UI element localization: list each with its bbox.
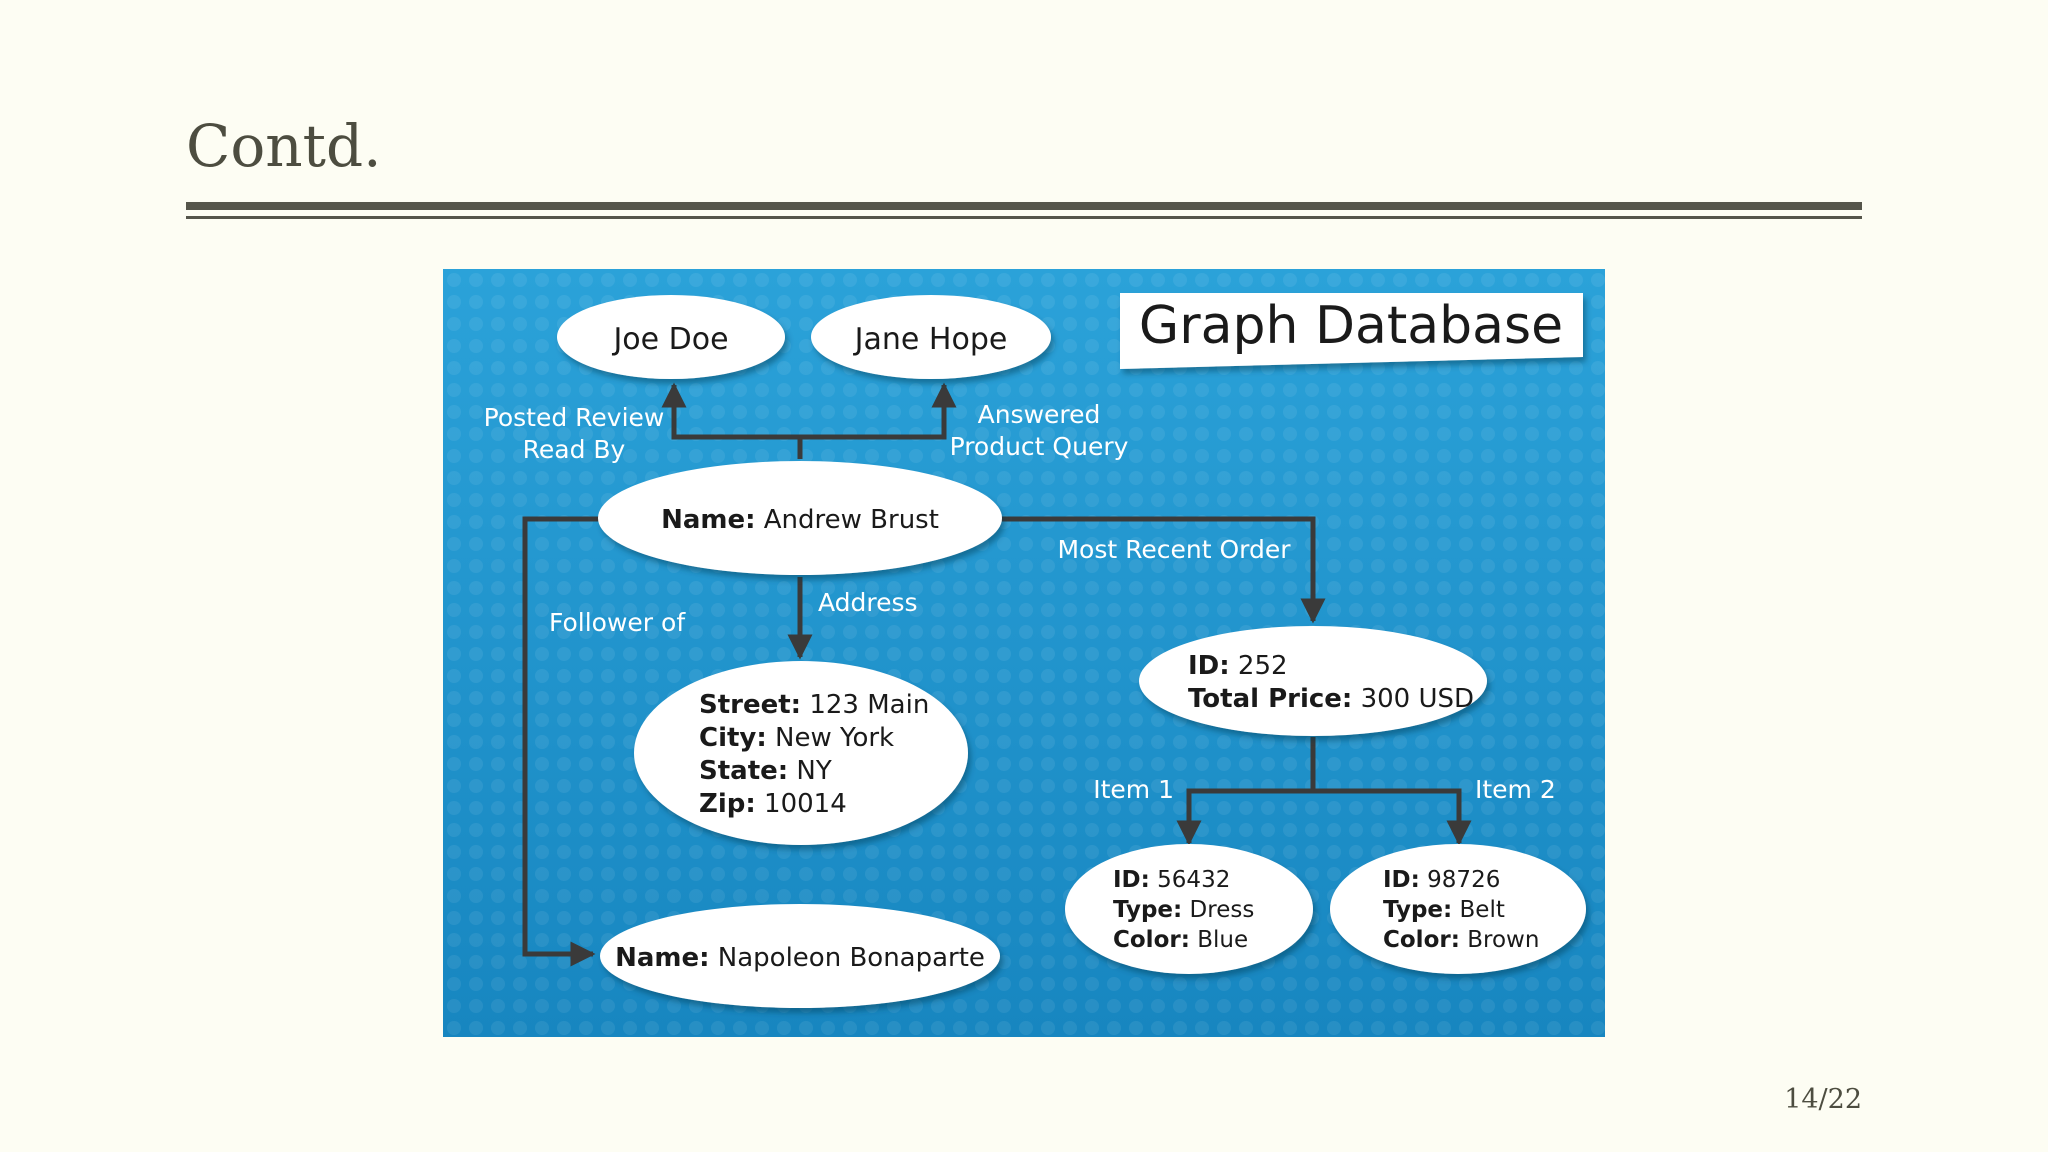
- connectors: [522, 382, 1472, 967]
- node-item-1: ID: 56432 Type: Dress Color: Blue: [1065, 844, 1313, 974]
- edge-andrew-to-jane: [800, 382, 957, 440]
- edge-order-to-item1: [1176, 737, 1316, 846]
- edge-label-most-recent-order: Most Recent Order: [1057, 535, 1291, 564]
- node-joe-doe: Joe Doe: [557, 295, 785, 379]
- node-jane-hope-label: Jane Hope: [853, 322, 1008, 357]
- title-rule-thick: [186, 202, 1862, 210]
- edge-andrew-to-napoleon: [522, 516, 599, 967]
- title-rule-thin: [186, 216, 1862, 219]
- edge-andrew-to-order: [1001, 516, 1326, 624]
- graph-database-diagram: Graph Database Joe Doe Jane Hope Name: A…: [443, 269, 1605, 1037]
- edge-label-item-2: Item 2: [1475, 775, 1556, 804]
- diagram-title: Graph Database: [1139, 296, 1563, 356]
- edge-label-item-1: Item 1: [1093, 775, 1174, 804]
- node-napoleon-text: Name: Napoleon Bonaparte: [615, 943, 985, 973]
- node-order-text: ID: 252 Total Price: 300 USD: [1188, 651, 1474, 714]
- page-number: 14/22: [1784, 1084, 1862, 1115]
- edge-labels: Posted Review Read By Answered Product Q…: [484, 400, 1556, 804]
- edge-label-posted-review: Posted Review: [484, 403, 665, 432]
- node-address: Street: 123 Main City: New York State: N…: [634, 661, 968, 845]
- node-item-2: ID: 98726 Type: Belt Color: Brown: [1330, 844, 1586, 974]
- edge-label-answered: Answered: [978, 400, 1101, 429]
- edge-order-to-item2: [1313, 788, 1472, 846]
- node-order: ID: 252 Total Price: 300 USD: [1139, 626, 1487, 736]
- node-joe-doe-label: Joe Doe: [611, 322, 728, 357]
- edge-label-address: Address: [818, 588, 918, 617]
- node-address-text: Street: 123 Main City: New York State: N…: [699, 690, 938, 819]
- node-andrew-brust: Name: Andrew Brust: [598, 461, 1002, 575]
- node-item-1-text: ID: 56432 Type: Dress Color: Blue: [1113, 867, 1262, 953]
- node-napoleon-bonaparte: Name: Napoleon Bonaparte: [600, 904, 1000, 1008]
- edge-label-product-query: Product Query: [950, 432, 1129, 461]
- edge-label-read-by: Read By: [523, 435, 626, 464]
- slide-title: Contd.: [186, 112, 382, 180]
- node-item-2-text: ID: 98726 Type: Belt Color: Brown: [1383, 867, 1539, 953]
- node-andrew-brust-text: Name: Andrew Brust: [661, 505, 939, 535]
- node-jane-hope: Jane Hope: [811, 295, 1051, 379]
- edge-andrew-to-joe: [661, 382, 803, 459]
- edge-label-follower-of: Follower of: [549, 608, 686, 637]
- diagram-title-banner: Graph Database: [1120, 293, 1583, 369]
